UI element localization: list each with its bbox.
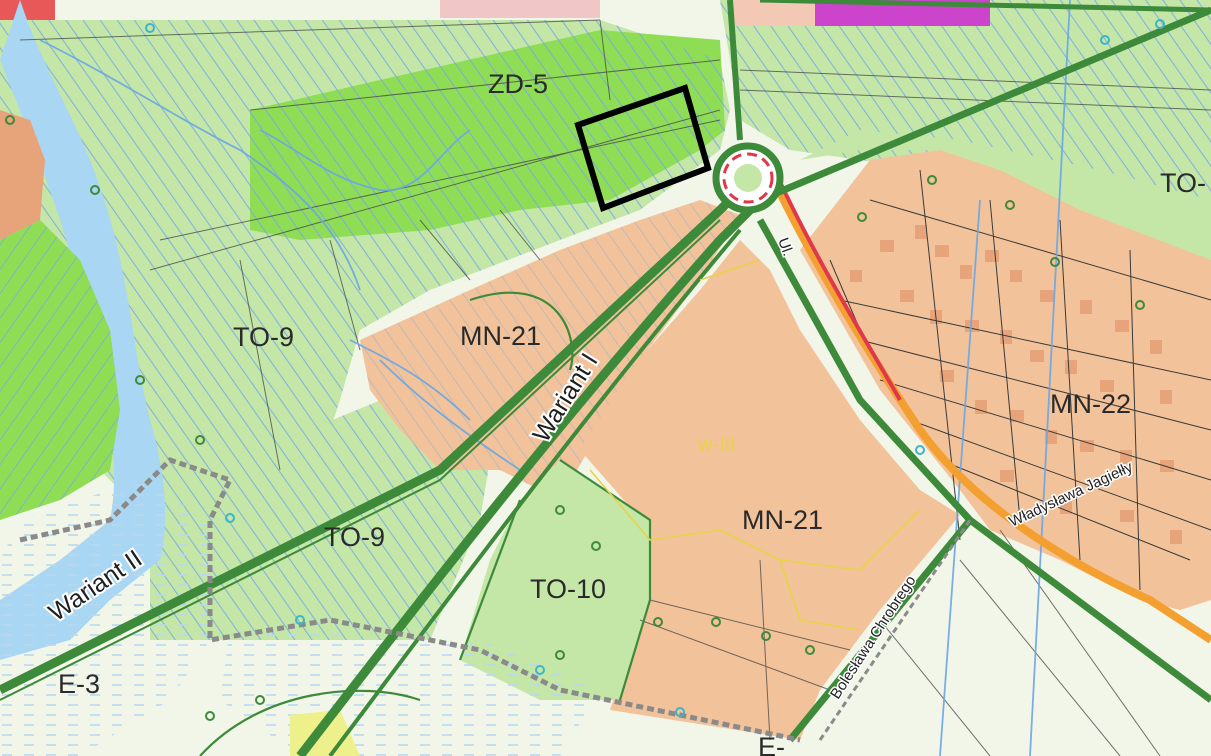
zone-label-to-partial: TO- bbox=[1160, 168, 1206, 198]
zone-label-mn22: MN-22 bbox=[1050, 389, 1131, 419]
dashed-boundary bbox=[19, 457, 801, 743]
zone-label-zd5: ZD-5 bbox=[488, 69, 548, 99]
green-buffer-mn22 bbox=[800, 130, 1211, 260]
residential-corner-west bbox=[0, 110, 45, 240]
red-plot-corner bbox=[0, 0, 55, 22]
yellow-lines bbox=[589, 259, 921, 631]
mn21-main-area bbox=[580, 240, 960, 740]
green-boundaries bbox=[199, 291, 652, 756]
faint-code-label: w-III bbox=[697, 434, 736, 456]
mn22-area bbox=[800, 150, 1211, 610]
zone-label-to9-north: TO-9 bbox=[233, 322, 294, 352]
green-road-north bbox=[759, 0, 1211, 13]
meadow-e3 bbox=[0, 480, 210, 756]
orange-road-east bbox=[756, 148, 1211, 644]
parcels-mn22 bbox=[829, 169, 1211, 591]
markers bbox=[5, 19, 1165, 721]
red-road-segment bbox=[768, 159, 902, 401]
zone-label-mn21-main: MN-21 bbox=[742, 505, 823, 535]
hatch-area-west bbox=[0, 20, 730, 640]
selection-box[interactable] bbox=[574, 84, 712, 212]
to10-area bbox=[460, 460, 650, 700]
zone-label-to9-south: TO-9 bbox=[324, 522, 385, 552]
zone-label-e-partial: E- bbox=[758, 732, 785, 756]
pink-plot-north bbox=[440, 0, 600, 18]
zone-label-to10: TO-10 bbox=[530, 574, 606, 604]
zone-label-e3: E-3 bbox=[58, 669, 100, 699]
roundabout-island bbox=[734, 164, 762, 192]
buildings-mn22 bbox=[850, 225, 1182, 544]
hatch-strip-west bbox=[0, 220, 120, 520]
dashed-boundary-east bbox=[818, 519, 972, 741]
parcels-west bbox=[19, 19, 1211, 756]
zone-label-mn21-north: MN-21 bbox=[460, 321, 541, 351]
pink-plot-top bbox=[730, 0, 815, 26]
roundabout-inner bbox=[722, 152, 774, 204]
